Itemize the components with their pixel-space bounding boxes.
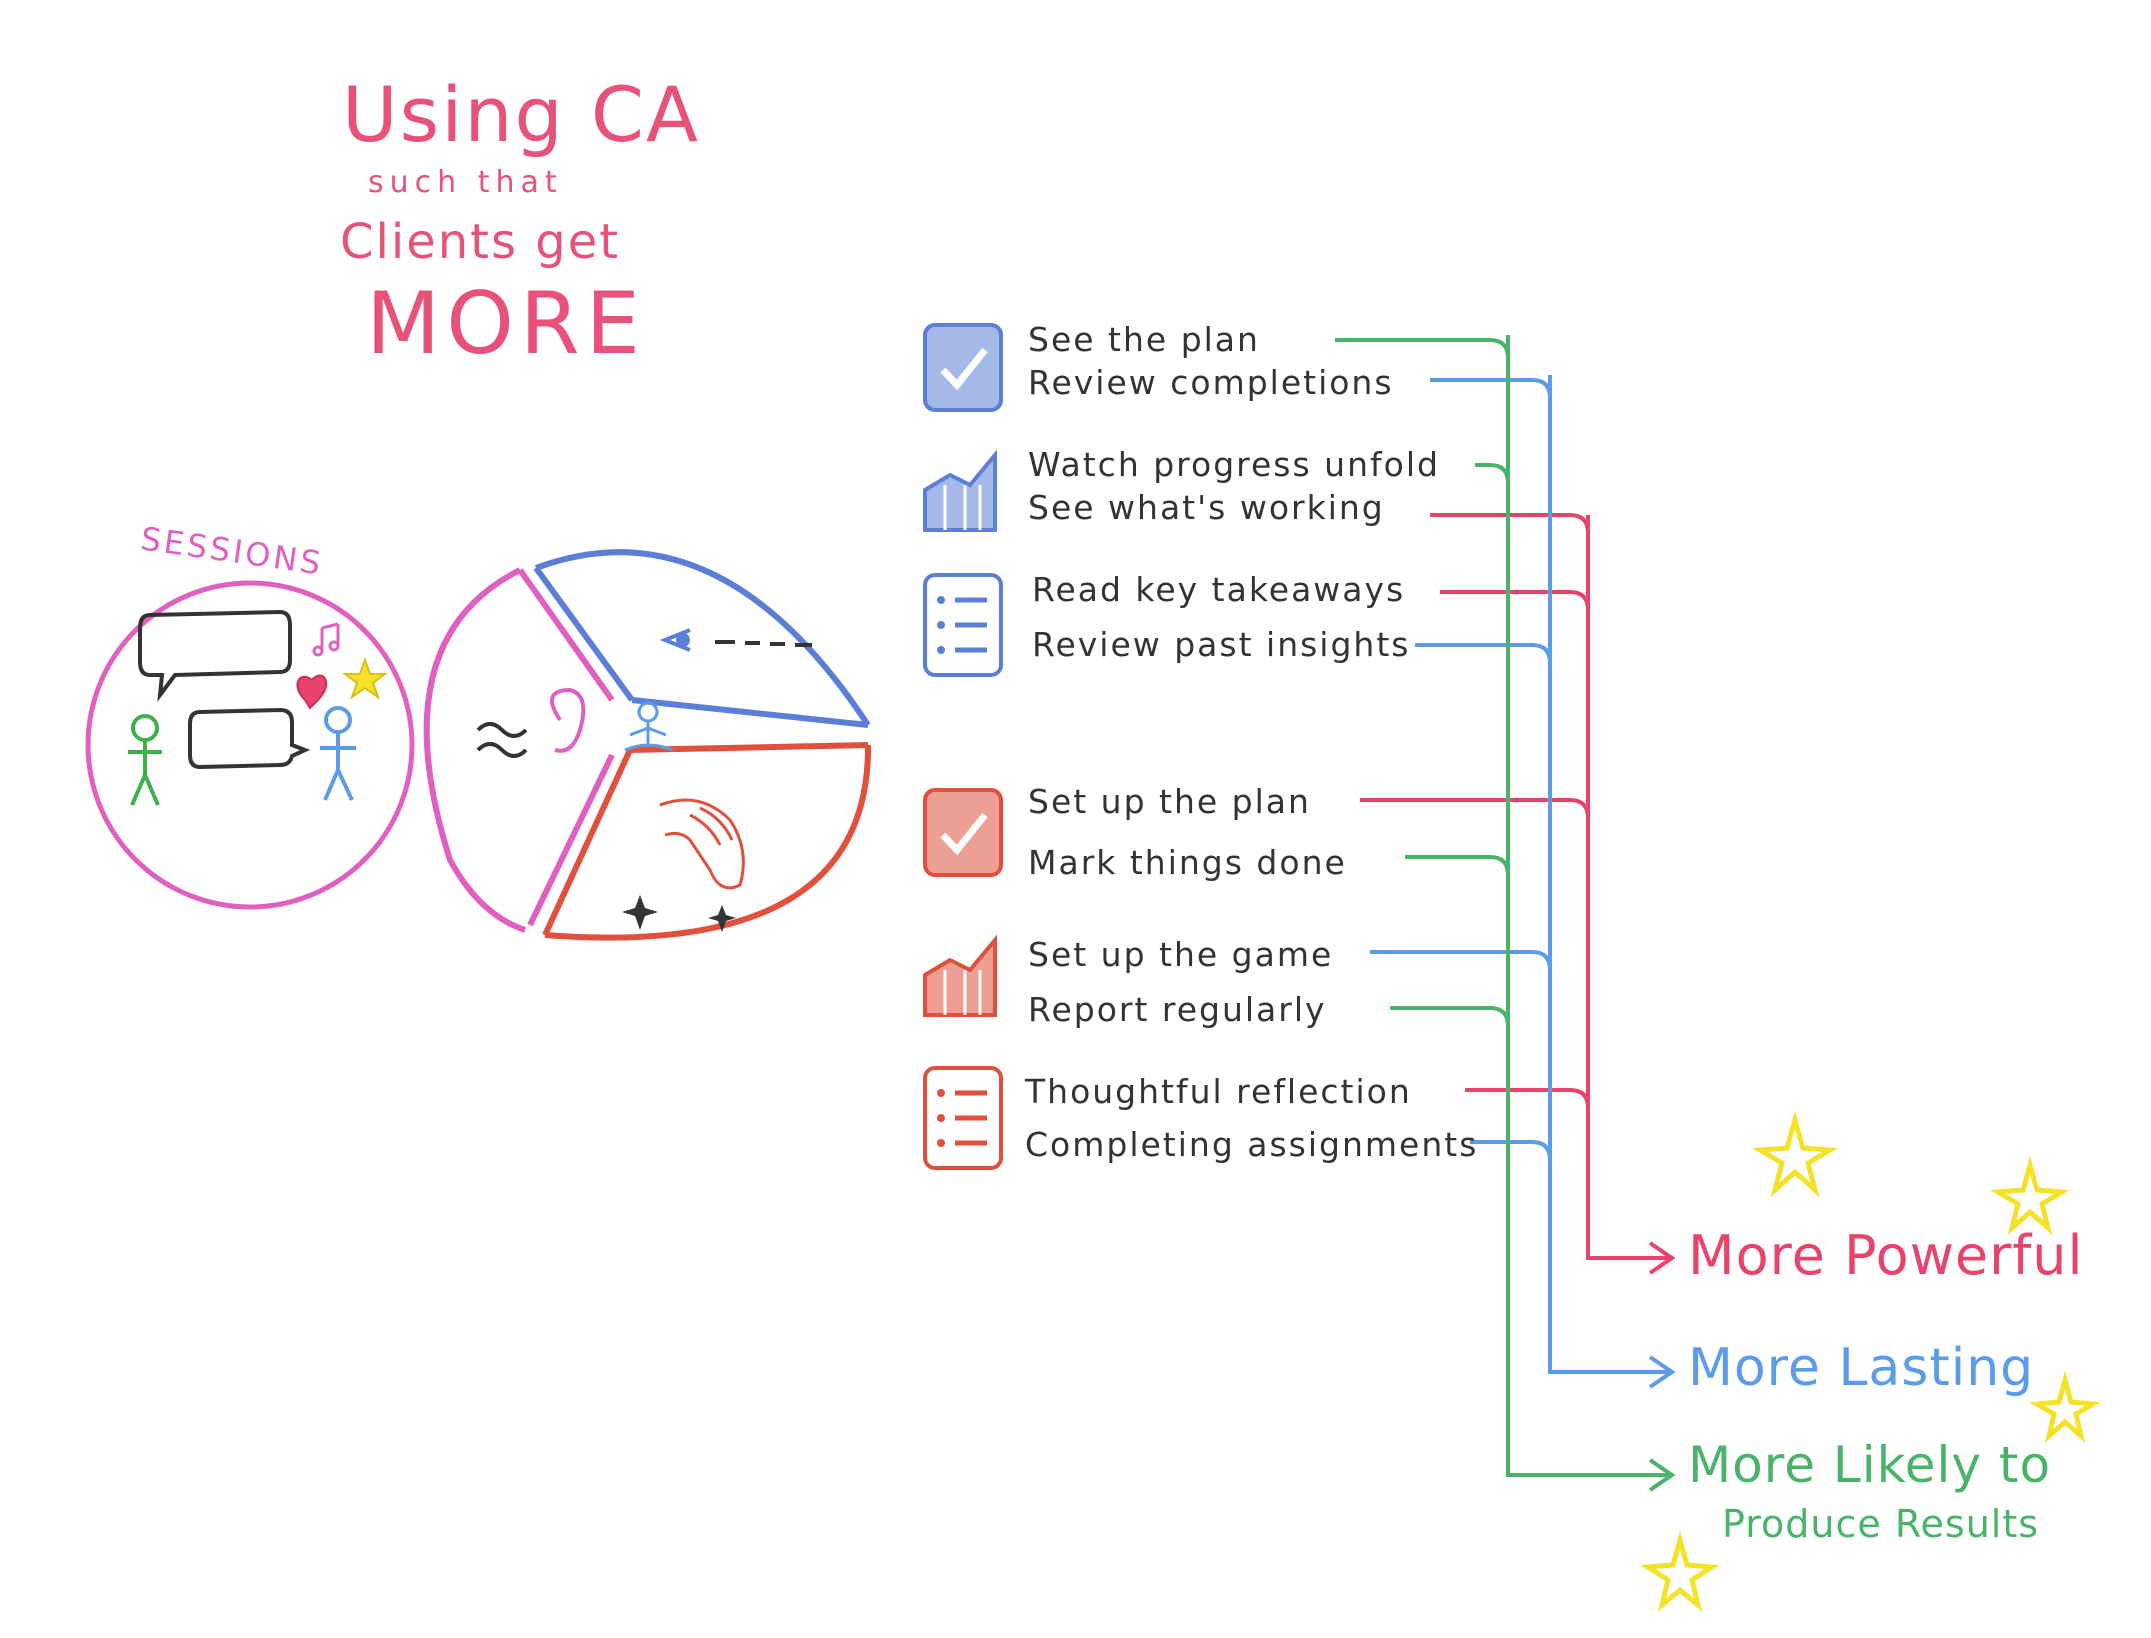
checkbox-icon: [923, 323, 1003, 412]
ear-icon: [550, 687, 586, 753]
star-icon: [2029, 1370, 2101, 1443]
arrow-lasting: [1548, 375, 1676, 1389]
connector-stub: [1415, 643, 1552, 664]
connector-stub: [1335, 338, 1510, 359]
meditating-person-icon: [624, 701, 673, 752]
arrow-powerful: [1586, 515, 1676, 1275]
outcome-arrows: [1506, 335, 1676, 1492]
notes-icon: [923, 573, 1003, 677]
wave-icon: [476, 722, 528, 758]
outcome-lasting: More Lasting: [1688, 1338, 2035, 1398]
speech-bubble-icon: [138, 609, 292, 702]
person-icon: [320, 706, 356, 801]
notes-icon: [923, 1066, 1003, 1170]
connector-stub: [1430, 378, 1552, 399]
hand-icon: [659, 798, 745, 890]
item-label: Report regularly: [1028, 990, 1327, 1029]
title-line-3: Clients get: [340, 214, 621, 270]
pie-diagram: [423, 549, 872, 941]
arrow-likely: [1506, 335, 1676, 1492]
item-label: Watch progress unfold: [1028, 445, 1440, 484]
connector-stub: [1360, 798, 1590, 819]
eye-icon: [659, 628, 691, 652]
item-label: Completing assignments: [1025, 1125, 1479, 1164]
connector-stub: [1405, 855, 1510, 876]
title-line-2: such that: [368, 165, 563, 200]
person-icon: [128, 714, 162, 806]
star-icon: [1640, 1530, 1720, 1612]
outcome-likely-line2: Produce Results: [1722, 1502, 2040, 1546]
item-label: Review completions: [1028, 363, 1394, 402]
chart-icon: [923, 449, 997, 532]
star-icon: [1751, 1110, 1839, 1198]
sparkle-icon: [622, 895, 736, 932]
item-label: Read key takeaways: [1032, 570, 1406, 609]
outcome-powerful: More Powerful: [1688, 1224, 2084, 1287]
item-icons: [923, 323, 1003, 1170]
decorative-stars: [1640, 1110, 2101, 1612]
connector-stub: [1465, 1088, 1590, 1109]
diagram-title: Using CA such that Clients get MORE: [330, 70, 700, 374]
item-label: Set up the plan: [1028, 782, 1311, 821]
heart-icon: [296, 674, 328, 710]
connector-stub: [1390, 1006, 1510, 1027]
item-label: Mark things done: [1028, 843, 1347, 882]
item-label: See the plan: [1028, 320, 1260, 359]
connector-stub: [1475, 463, 1510, 484]
music-note-icon: [312, 622, 340, 657]
star-icon: [342, 657, 388, 700]
connector-stub: [1370, 950, 1552, 971]
star-icon: [1990, 1155, 2070, 1236]
outcome-likely: More Likely to: [1688, 1436, 2052, 1494]
speech-bubble-icon: [188, 707, 311, 770]
item-label: Set up the game: [1028, 935, 1334, 974]
dashed-line-icon: [715, 640, 812, 647]
item-label: Thoughtful reflection: [1025, 1072, 1412, 1111]
sessions-circle: [85, 580, 415, 910]
item-label: Review past insights: [1032, 625, 1411, 664]
item-label: See what's working: [1028, 488, 1385, 527]
checkbox-icon: [923, 788, 1003, 877]
title-line-1: Using CA: [342, 70, 700, 159]
connector-stub: [1440, 590, 1590, 611]
title-line-4: MORE: [366, 274, 646, 374]
chart-icon: [923, 934, 997, 1017]
